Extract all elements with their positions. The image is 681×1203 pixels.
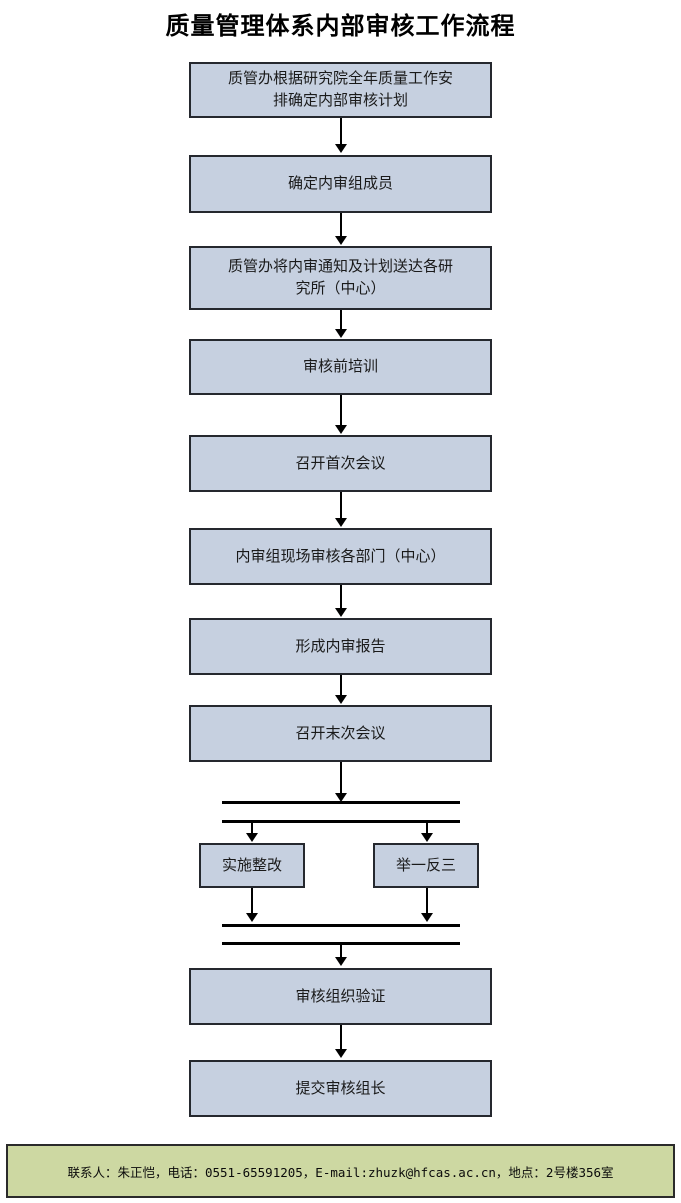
arrowhead-n8-fork	[335, 793, 347, 802]
flow-node-label: 审核前培训	[302, 357, 378, 376]
arrowhead-n3-n4	[335, 329, 347, 338]
page-title: 质量管理体系内部审核工作流程	[165, 11, 516, 40]
flow-node-select-members[interactable]: 确定内审组成员	[189, 155, 492, 213]
join-bar-top	[222, 924, 460, 927]
flow-node-audit-plan[interactable]: 质管办根据研究院全年质量工作安 排确定内部审核计划	[189, 62, 492, 118]
connector-n11-n12	[340, 1025, 342, 1051]
flow-node-audit-report[interactable]: 形成内审报告	[189, 618, 492, 675]
flow-node-label: 提交审核组长	[295, 1078, 386, 1097]
flow-node-submit-to-lead[interactable]: 提交审核组长	[189, 1060, 492, 1117]
flow-node-send-notice[interactable]: 质管办将内审通知及计划送达各研 究所（中心）	[189, 246, 492, 310]
flow-node-draw-inferences[interactable]: 举一反三	[373, 843, 479, 888]
flow-node-label: 质管办将内审通知及计划送达各研 究所（中心）	[227, 257, 453, 297]
flow-node-label: 形成内审报告	[295, 636, 386, 655]
connector-n1-n2	[340, 118, 342, 146]
flow-node-label: 举一反三	[395, 855, 456, 874]
fork-bar-bottom	[222, 820, 460, 823]
connector-n5-n6	[340, 492, 342, 520]
flow-node-label: 实施整改	[221, 855, 282, 874]
arrowhead-n7-n8	[335, 695, 347, 704]
flow-node-label: 审核组织验证	[295, 986, 386, 1005]
connector-fork-left	[251, 822, 253, 838]
connector-left-join	[251, 888, 253, 918]
connector-n2-n3	[340, 213, 342, 241]
arrowhead-n1-n2	[335, 144, 347, 153]
footer-contact-text: 联系人：朱正恺，电话：0551-65591205，E-mail:zhuzk@hf…	[67, 1164, 614, 1180]
connector-fork-right	[426, 822, 428, 838]
arrowhead-fork-left	[246, 833, 258, 842]
fork-bar-top	[222, 801, 460, 804]
arrowhead-fork-right	[421, 833, 433, 842]
connector-n8-fork	[340, 762, 342, 798]
flow-node-implement-correction[interactable]: 实施整改	[199, 843, 305, 888]
flow-node-label: 召开末次会议	[295, 723, 386, 742]
arrowhead-left-join	[246, 913, 258, 922]
flow-node-closing-meeting[interactable]: 召开末次会议	[189, 705, 492, 762]
connector-n7-n8	[340, 675, 342, 697]
arrowhead-n5-n6	[335, 518, 347, 527]
connector-join-n11	[340, 944, 342, 960]
flow-node-label: 内审组现场审核各部门（中心）	[235, 546, 446, 565]
connector-right-join	[426, 888, 428, 918]
flow-node-opening-meeting[interactable]: 召开首次会议	[189, 435, 492, 492]
flow-node-pre-audit-training[interactable]: 审核前培训	[189, 339, 492, 395]
arrowhead-right-join	[421, 913, 433, 922]
footer-contact-bar: 联系人：朱正恺，电话：0551-65591205，E-mail:zhuzk@hf…	[6, 1144, 675, 1198]
arrowhead-n4-n5	[335, 425, 347, 434]
arrowhead-n11-n12	[335, 1049, 347, 1058]
arrowhead-n6-n7	[335, 608, 347, 617]
flow-node-label: 质管办根据研究院全年质量工作安 排确定内部审核计划	[227, 69, 453, 109]
connector-n4-n5	[340, 395, 342, 427]
connector-n3-n4	[340, 310, 342, 334]
arrowhead-n2-n3	[335, 236, 347, 245]
arrowhead-join-n11	[335, 957, 347, 966]
flow-node-label: 召开首次会议	[295, 453, 386, 472]
flow-node-label: 确定内审组成员	[287, 174, 393, 193]
flow-node-verification[interactable]: 审核组织验证	[189, 968, 492, 1025]
connector-n6-n7	[340, 585, 342, 611]
flow-node-onsite-audit[interactable]: 内审组现场审核各部门（中心）	[189, 528, 492, 585]
join-bar-bottom	[222, 942, 460, 945]
